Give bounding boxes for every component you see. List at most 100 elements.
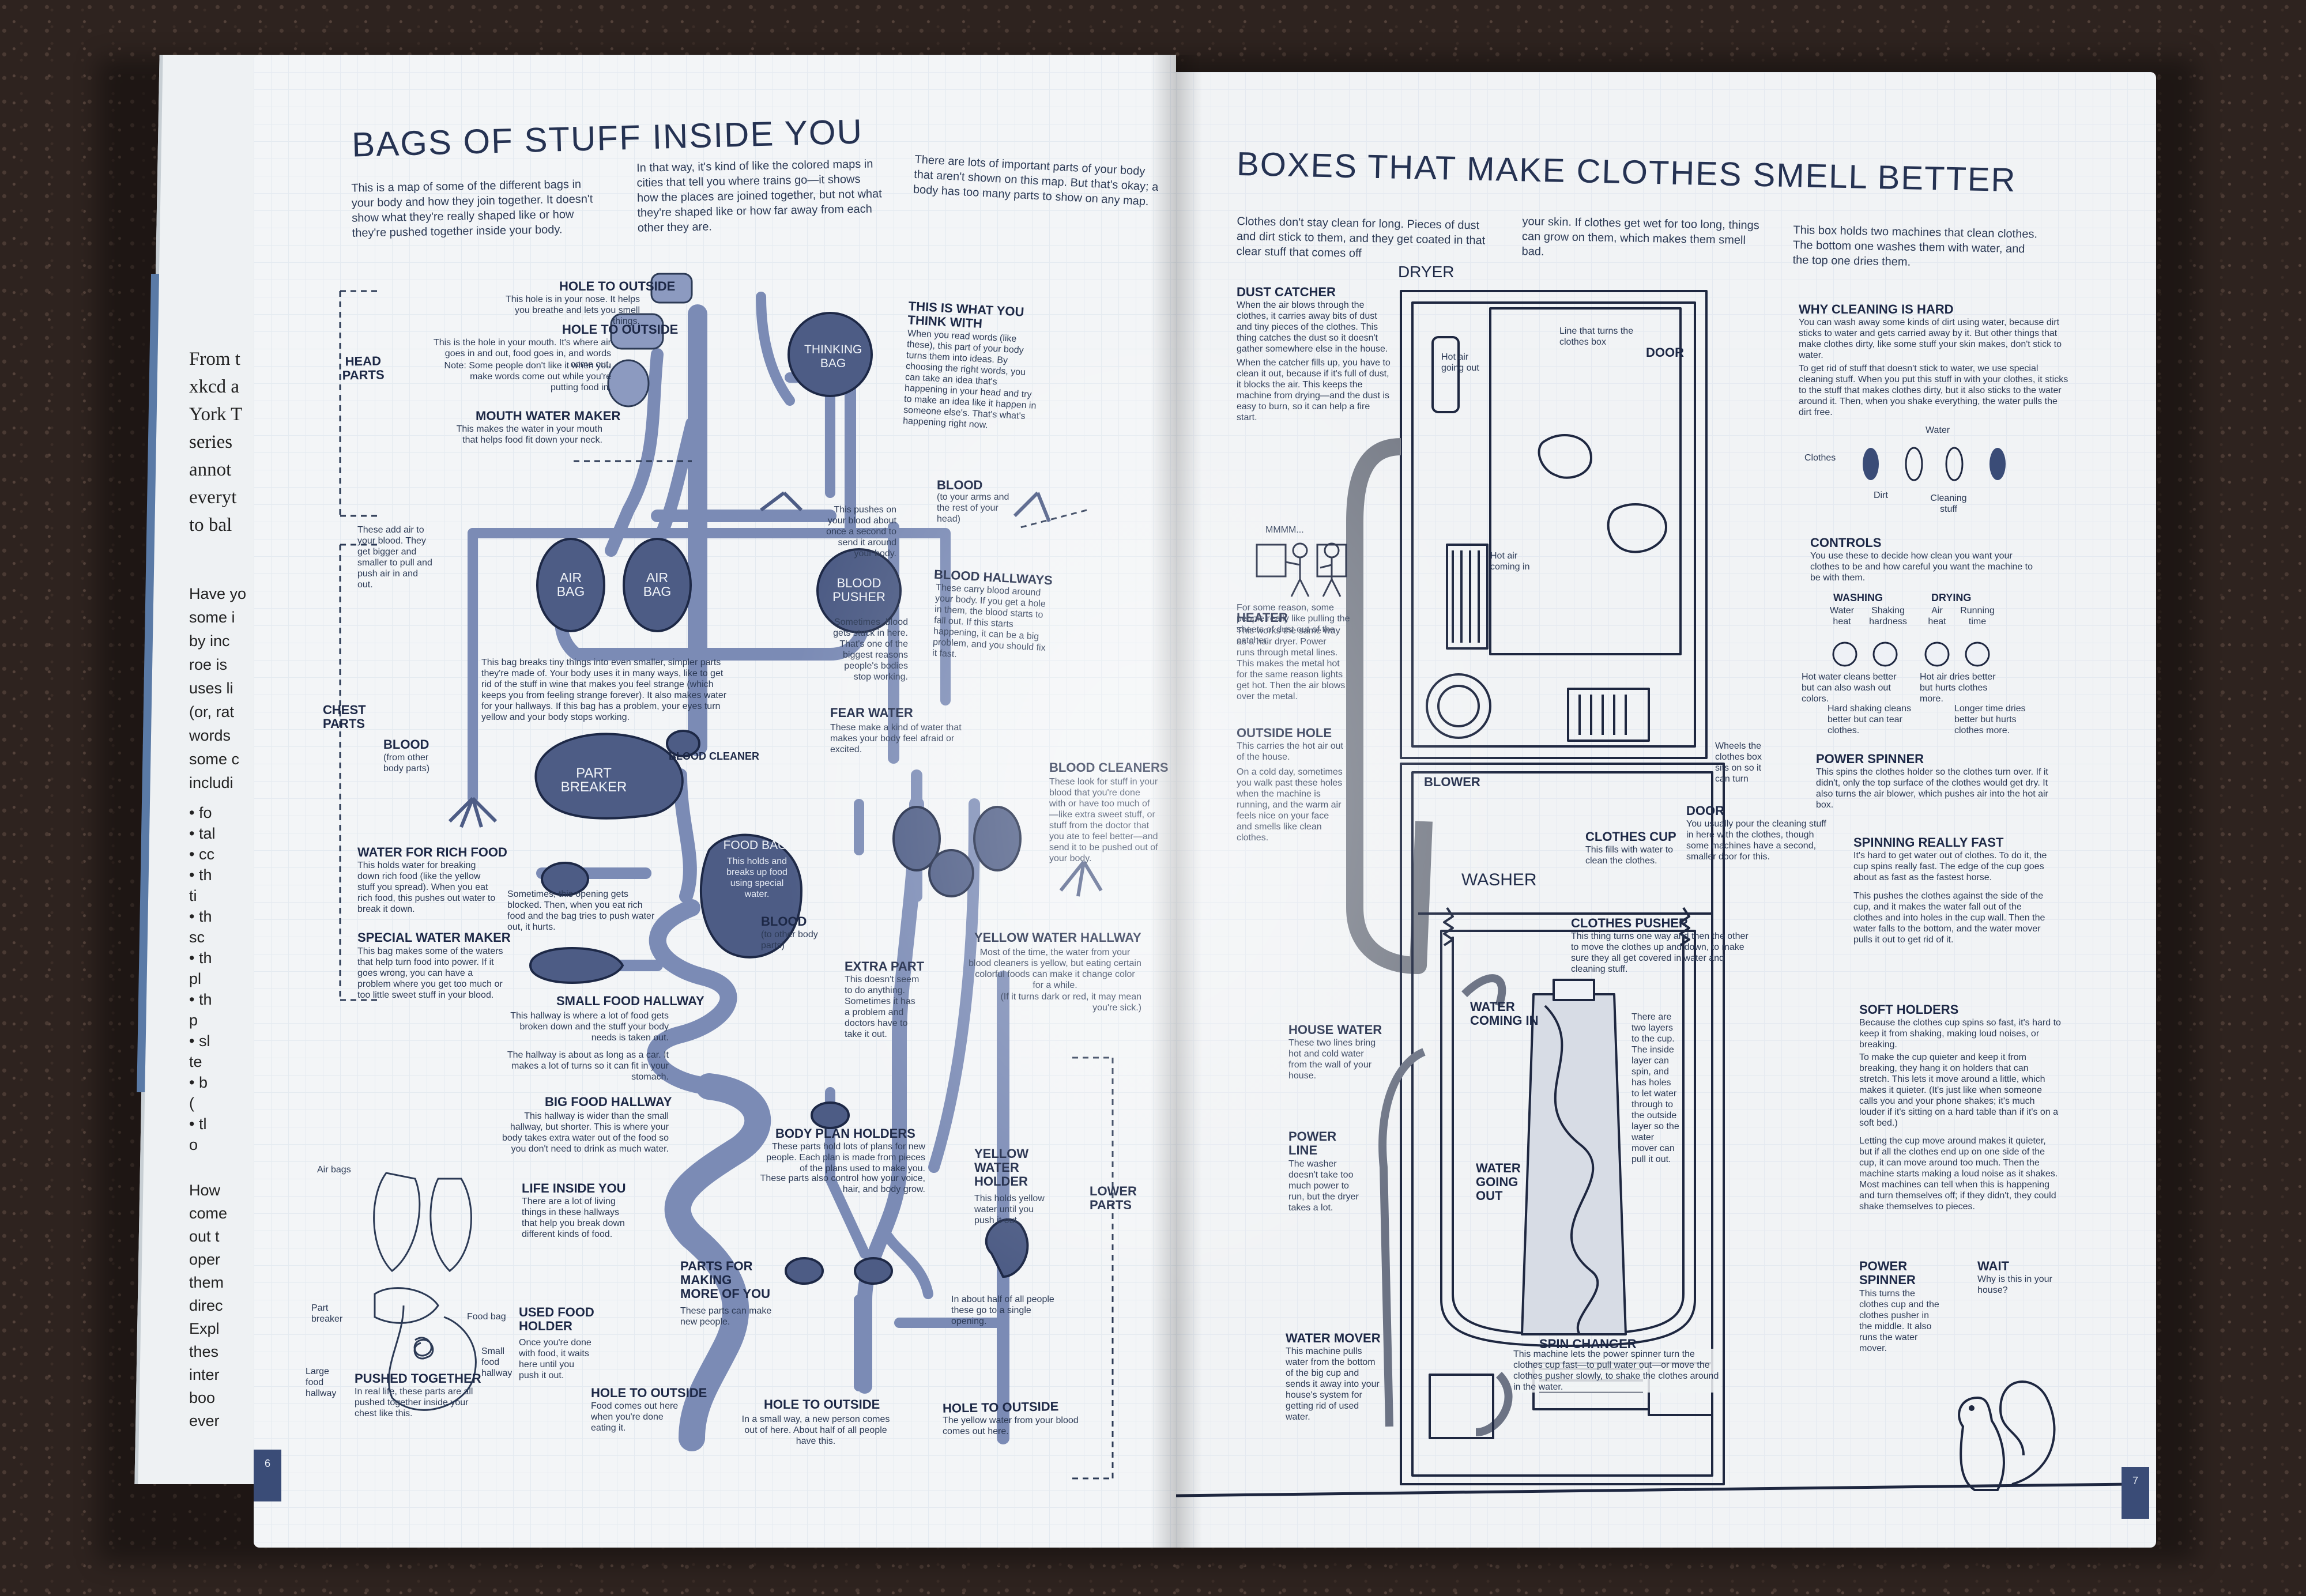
blood-other-label: BLOOD bbox=[383, 737, 429, 752]
underlying-text-line: words bbox=[189, 727, 231, 744]
hole-outside-mouth-note: This is the hole in your mouth. It's whe… bbox=[433, 338, 611, 369]
underlying-text-line: ti bbox=[189, 887, 197, 904]
hole-food-note: Food comes out here when you're done eat… bbox=[591, 1401, 679, 1433]
air-pipe-right bbox=[651, 417, 698, 551]
why-cleaning-label: WHY CLEANING IS HARD bbox=[1799, 302, 1954, 316]
underlying-text-line: pl bbox=[189, 970, 202, 987]
blood-cleaner-label: BLOOD CLEANER bbox=[669, 750, 759, 762]
clothes-pusher bbox=[1521, 993, 1627, 1335]
body-plan-right-shape bbox=[854, 1257, 893, 1285]
underlying-text-line: to bal bbox=[189, 515, 232, 535]
lower-parts-label: LOWER PARTS bbox=[1090, 1184, 1137, 1212]
underlying-text-line: • fo bbox=[189, 804, 212, 821]
mouth-water-shape bbox=[607, 359, 650, 408]
underlying-text-line: boo bbox=[189, 1389, 216, 1406]
underlying-text-line: o bbox=[189, 1136, 198, 1153]
big-food-label: BIG FOOD HALLWAY bbox=[545, 1095, 672, 1109]
blood-pusher-note: This pushes on your blood about once a s… bbox=[826, 505, 896, 559]
water-heat-note: Water heat bbox=[1829, 606, 1855, 627]
fear-water-note: These make a kind of water that makes yo… bbox=[830, 723, 962, 754]
chest-parts-label: CHEST PARTS bbox=[323, 703, 366, 731]
underlying-text-line: • b bbox=[189, 1074, 208, 1091]
right-page-grid bbox=[1176, 72, 2156, 1548]
air-bag-right-shape bbox=[623, 538, 692, 632]
dust-catcher-label: DUST CATCHER bbox=[1237, 285, 1336, 299]
yellow-water-hallway bbox=[857, 797, 924, 1394]
dust-catcher bbox=[1431, 336, 1460, 413]
house-water-note: These two lines bring hot and cold water… bbox=[1288, 1038, 1376, 1081]
hole-food-label: HOLE TO OUTSIDE bbox=[591, 1386, 707, 1400]
underlying-text-line: annot bbox=[189, 459, 232, 480]
life-inside-note: There are a lot of living things in thes… bbox=[522, 1197, 625, 1239]
washer-door-label: DOOR bbox=[1686, 803, 1724, 818]
underlying-text-line: sc bbox=[189, 929, 205, 946]
underlying-text-line: everyt bbox=[189, 487, 237, 508]
opening-blocked-note: Sometimes, this opening gets blocked. Th… bbox=[507, 889, 655, 932]
underlying-text-line: includi bbox=[189, 774, 233, 791]
power-spinner-washer-label: POWER SPINNER bbox=[1859, 1259, 1916, 1287]
mini-food-bag-label: Food bag bbox=[467, 1312, 506, 1322]
underlying-text-line: te bbox=[189, 1053, 202, 1070]
hot-air-out-note: Hot air going out bbox=[1441, 352, 1479, 373]
dryer-label: DRYER bbox=[1398, 263, 1455, 281]
blower-label: BLOWER bbox=[1424, 775, 1480, 789]
underlying-text-line: How bbox=[189, 1182, 221, 1199]
dust-catcher-note2: When the catcher fills up, you have to c… bbox=[1237, 358, 1391, 422]
page-number-right: 7 bbox=[2122, 1467, 2149, 1519]
lower-bracket bbox=[1072, 1057, 1114, 1480]
blood-pusher-label: BLOOD PUSHER bbox=[832, 576, 886, 604]
why-cleaning-note: You can wash away some kinds of dirt usi… bbox=[1799, 318, 2062, 360]
dryer-door-label: DOOR bbox=[1646, 345, 1684, 360]
water-out-label: WATER GOING OUT bbox=[1476, 1161, 1521, 1203]
underlying-text-line: • th bbox=[189, 949, 212, 967]
clothes-note: Clothes bbox=[1804, 453, 1836, 463]
pulling-dust-note: For some reason, some people really like… bbox=[1237, 603, 1350, 646]
power-spinner-washer-note: This turns the clothes cup and the cloth… bbox=[1859, 1289, 1939, 1353]
air-bag-left-shape bbox=[536, 538, 605, 632]
small-food-hallway bbox=[647, 899, 737, 1095]
spinning-fast-note: It's hard to get water out of clothes. T… bbox=[1853, 851, 2047, 882]
hot-water-note: Hot water cleans better but can also was… bbox=[1802, 672, 1897, 704]
nose-hole-shape bbox=[650, 273, 693, 304]
big-food-note: This hallway is wider than the small hal… bbox=[502, 1111, 669, 1154]
mouth-water-note: This makes the water in your mouth that … bbox=[456, 424, 602, 445]
hole-person-note: In a small way, a new person comes out o… bbox=[741, 1414, 890, 1446]
yellow-hallway-note2: (If it turns dark or red, it may mean yo… bbox=[1000, 992, 1141, 1013]
think-with-note: When you read words (like these), this p… bbox=[902, 329, 1037, 431]
underlying-text-line: some c bbox=[189, 750, 240, 768]
underlying-text-line: roe is bbox=[189, 656, 228, 673]
underlying-text-line: • tl bbox=[189, 1115, 207, 1133]
special-water-shape bbox=[529, 947, 624, 984]
underlying-text-line: (or, rat bbox=[189, 703, 235, 720]
longer-time-note: Longer time dries better but hurts cloth… bbox=[1954, 704, 2026, 735]
blood-hallways-note: These carry blood around your body. If y… bbox=[932, 582, 1046, 659]
outside-hole-note: This carries the hot air out of the hous… bbox=[1237, 741, 1343, 762]
dust-catcher-note: When the air blows through the clothes, … bbox=[1237, 300, 1388, 354]
underlying-text-line: • th bbox=[189, 908, 212, 925]
right-page: BOXES THAT MAKE CLOTHES SMELL BETTER Clo… bbox=[1176, 72, 2156, 1548]
pushed-together-note: In real life, these parts are all pushed… bbox=[355, 1387, 473, 1418]
mouth-hole-shape bbox=[610, 313, 664, 350]
outside-hole-label: OUTSIDE HOLE bbox=[1237, 726, 1332, 740]
small-food-label: SMALL FOOD HALLWAY bbox=[556, 994, 704, 1008]
mini-small-food-label: Small food hallway bbox=[481, 1346, 513, 1378]
mini-part-breaker-label: Part breaker bbox=[311, 1303, 343, 1324]
water-rich-food-label: WATER FOR RICH FOOD bbox=[357, 845, 507, 859]
underlying-text-line: ever bbox=[189, 1412, 220, 1429]
head-parts-label: HEAD PARTS bbox=[342, 353, 385, 383]
control-knobs bbox=[1832, 642, 1990, 667]
hot-air-in-note: Hot air coming in bbox=[1490, 551, 1530, 572]
extra-part-label: EXTRA PART bbox=[845, 959, 925, 974]
spinning-fast-label: SPINNING REALLY FAST bbox=[1853, 835, 2004, 850]
blood-to-other-note: (to other body parts) bbox=[761, 930, 818, 950]
left-page-grid bbox=[254, 55, 1176, 1548]
soft-holders-note: Because the clothes cup spins so fast, i… bbox=[1859, 1018, 2061, 1050]
underlying-text-line: p bbox=[189, 1012, 198, 1029]
dirt-note: Dirt bbox=[1874, 491, 1888, 500]
hard-shaking-note: Hard shaking cleans better but can tear … bbox=[1828, 704, 1911, 735]
underlying-text-line: • th bbox=[189, 991, 212, 1008]
special-water-note: This bag makes some of the waters that h… bbox=[357, 946, 503, 1000]
blood-hallway-top bbox=[468, 528, 951, 705]
hole-person-label: HOLE TO OUTSIDE bbox=[764, 1397, 880, 1412]
washing-label: WASHING bbox=[1833, 592, 1883, 603]
